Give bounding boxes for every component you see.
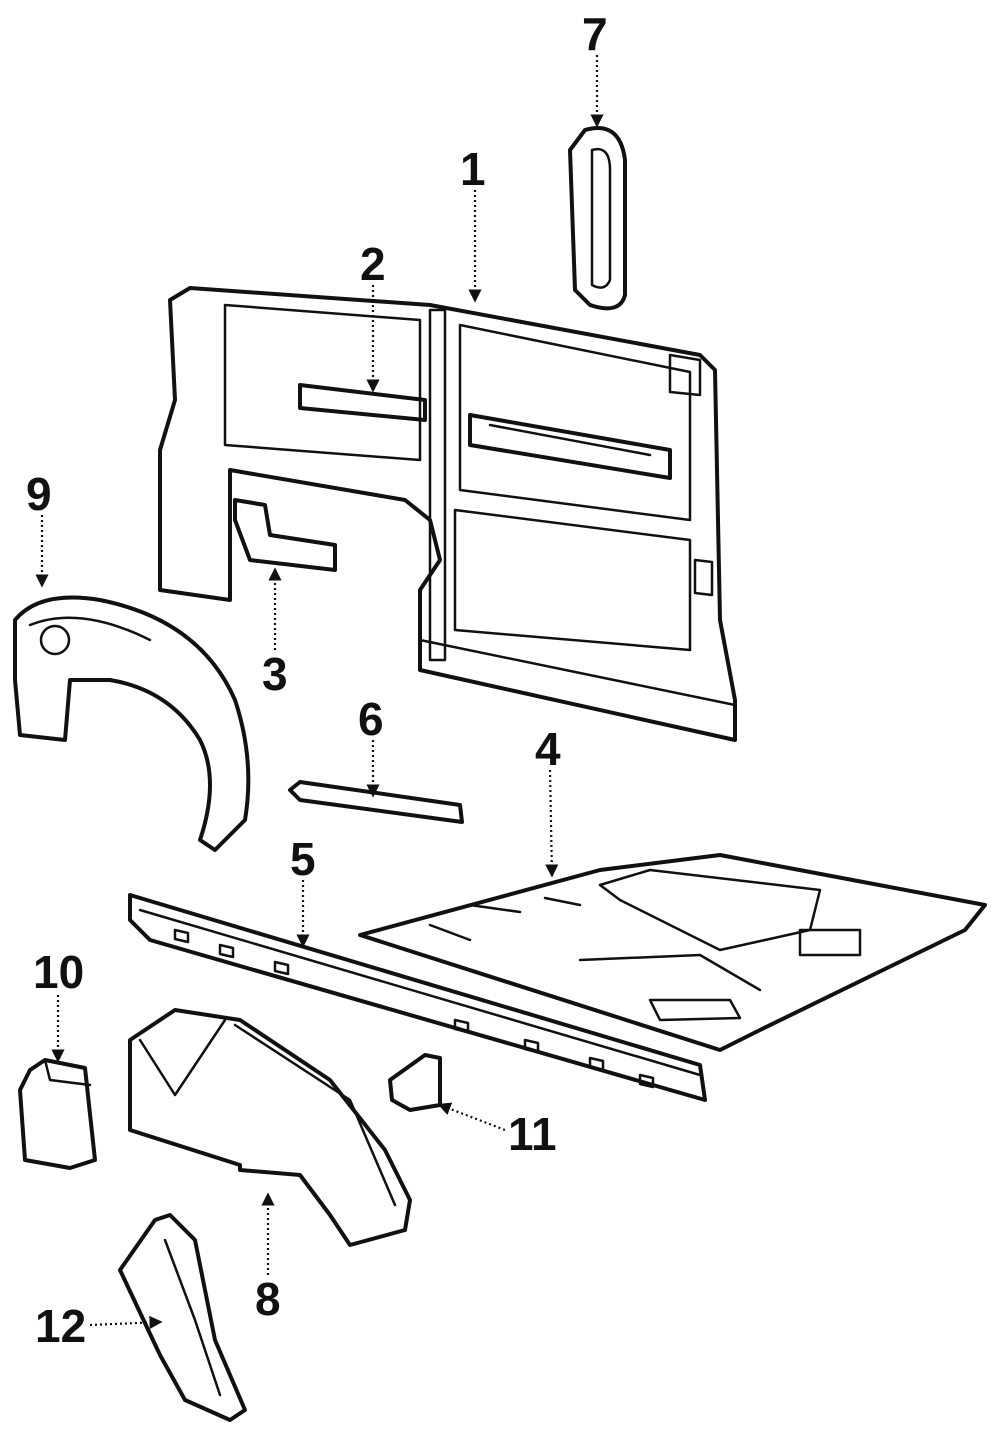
wheelhouse [128,1008,412,1247]
callout-8: 8 [255,1273,281,1325]
leader-lines [35,55,604,1330]
crossmember-bar [288,780,464,824]
support-block [18,1058,97,1170]
callout-9: 9 [26,468,52,520]
wheelhouse-arch [13,595,251,852]
callout-12: 12 [35,1300,86,1352]
small-bracket [388,1053,442,1112]
callout-3: 3 [262,648,288,700]
cab-back-panel [158,286,737,742]
callout-5: 5 [290,833,316,885]
callout-6: 6 [358,693,384,745]
callout-10: 10 [33,946,84,998]
bracket [233,498,337,572]
callout-4: 4 [535,723,561,775]
callout-11: 11 [508,1108,557,1160]
floor-pan [358,853,987,1052]
callout-labels: 1 2 3 4 5 6 7 8 9 10 11 12 [26,8,608,1352]
callout-7: 7 [582,8,608,60]
callout-2: 2 [360,238,386,290]
rocker-sill [128,893,707,1102]
rear-corner-panel [118,1213,247,1422]
back-glass-seal [568,126,627,311]
callout-1: 1 [460,143,486,195]
window-trim-strip [298,383,672,480]
